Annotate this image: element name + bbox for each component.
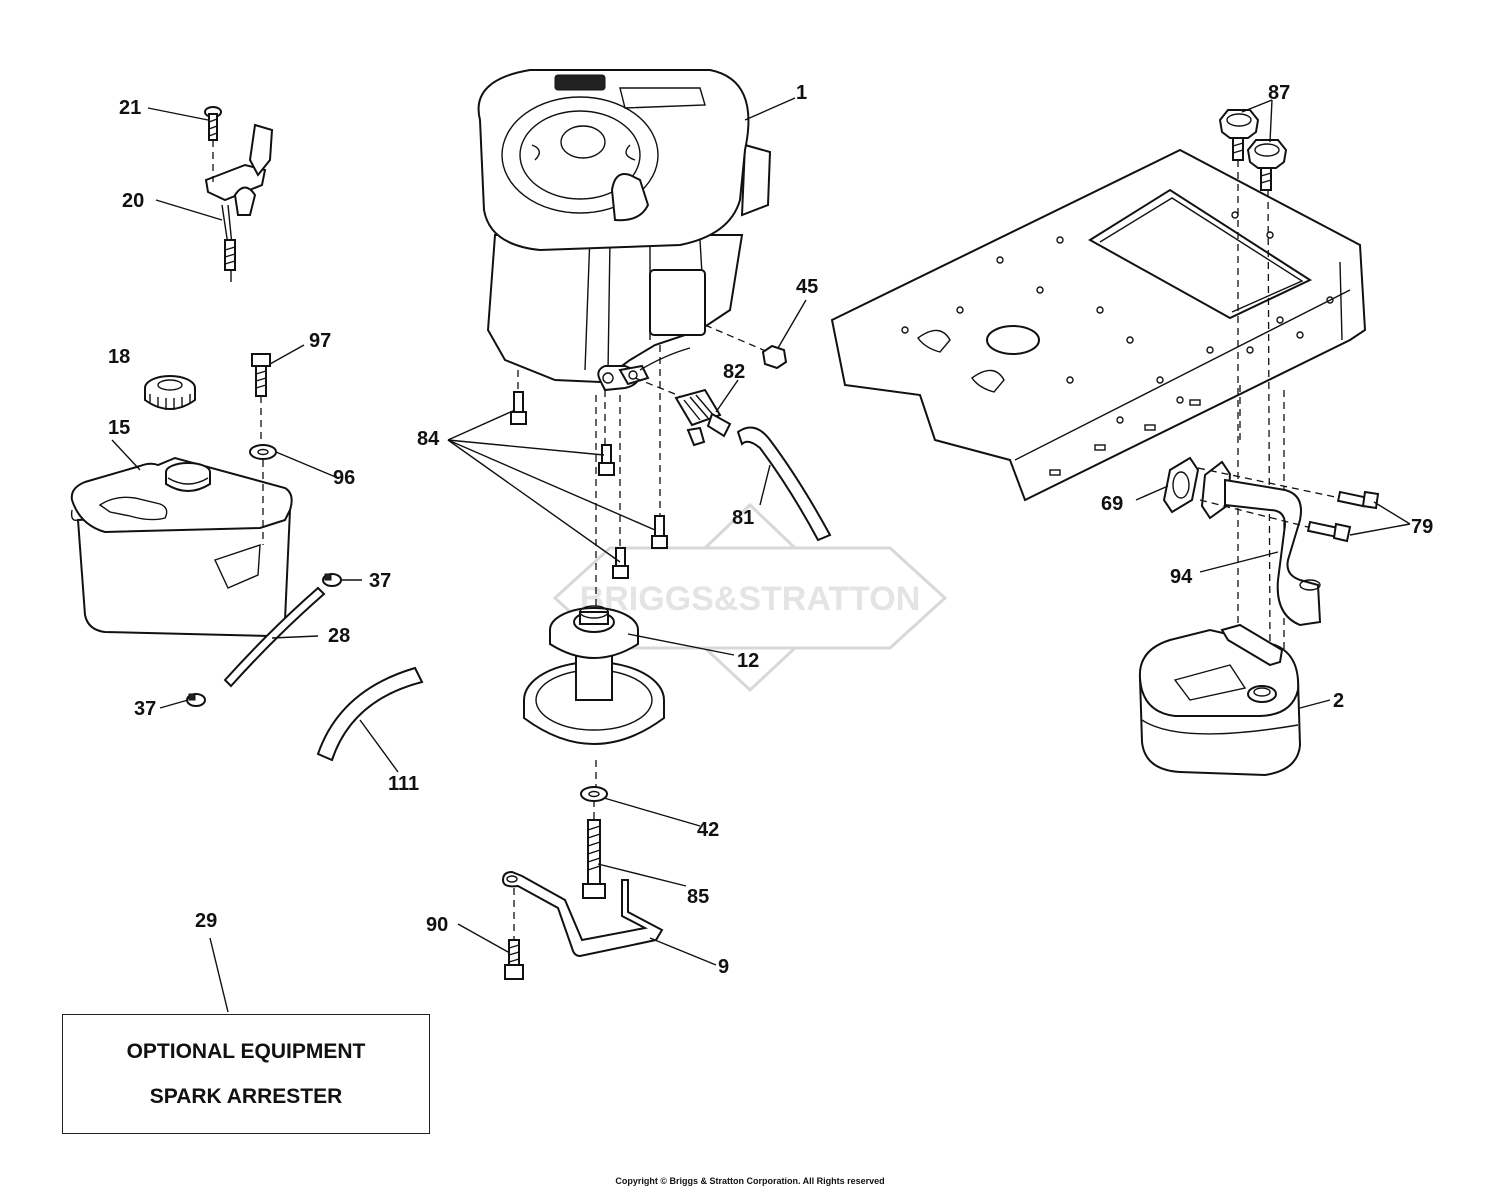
leader-lines [111,97,1411,1013]
throttle-screw-part[interactable] [204,106,222,141]
exhaust-bolt-part-2[interactable] [1306,520,1352,543]
callout-28: 28 [328,625,350,647]
callout-37-lower: 37 [134,698,156,720]
tank-bolt-part[interactable] [251,353,271,397]
callout-84: 84 [417,428,440,450]
callout-94: 94 [1170,566,1193,588]
callout-45: 45 [796,276,818,298]
callout-labels: 1 2 9 12 15 18 20 21 28 29 37 37 42 45 6… [108,82,1433,978]
nut-part[interactable] [761,344,788,370]
callout-79: 79 [1411,516,1433,538]
exhaust-pipe-part[interactable] [1200,460,1322,627]
callout-21: 21 [119,97,141,119]
mounting-knob-part-2[interactable] [1246,139,1288,191]
throttle-control-part[interactable] [204,123,274,282]
callout-2: 2 [1333,690,1344,712]
callout-15: 15 [108,417,130,439]
engine-part[interactable] [477,69,772,392]
fuel-tank-part[interactable] [70,456,293,638]
muffler-part[interactable] [1138,623,1302,777]
washer-part[interactable] [580,786,608,802]
callout-1: 1 [796,82,807,104]
fuel-shutoff-valve-part[interactable] [674,388,732,447]
copyright-footer: Copyright © Briggs & Stratton Corporatio… [615,1176,885,1186]
callout-81: 81 [732,507,754,529]
callout-111: 111 [388,773,419,795]
briggs-stratton-watermark-logo: BRIGGS&STRATTON [552,502,948,693]
fuel-cap-part[interactable] [144,375,196,410]
watermark-text: BRIGGS&STRATTON [580,580,921,618]
callout-90: 90 [426,914,448,936]
tank-washer-part[interactable] [249,444,277,460]
belt-guide-bracket-part[interactable] [501,870,664,958]
note-line-spark-arrester: SPARK ARRESTER [149,1084,343,1108]
hose-clamp-part[interactable] [322,573,342,587]
callout-37-upper: 37 [369,570,391,592]
engine-pulley-part[interactable] [523,605,665,745]
callout-12: 12 [737,650,759,672]
note-line-optional-equipment: OPTIONAL EQUIPMENT [126,1039,366,1063]
callout-85: 85 [687,886,709,908]
exhaust-gasket-part[interactable] [1162,456,1200,514]
tank-fuel-line-part[interactable] [223,586,326,688]
callout-97: 97 [309,330,331,352]
callout-9: 9 [718,956,729,978]
engine-bolt-part[interactable] [510,391,668,579]
mounting-knob-part[interactable] [1218,109,1260,161]
exhaust-bolt-part[interactable] [1336,490,1380,510]
optional-equipment-note-box: OPTIONAL EQUIPMENT SPARK ARRESTER [62,1014,430,1134]
callout-82: 82 [723,361,745,383]
callout-18: 18 [108,346,130,368]
callout-87: 87 [1268,82,1290,104]
callout-20: 20 [122,190,144,212]
callout-29: 29 [195,910,217,932]
hose-clamp-part-lower[interactable] [186,693,206,707]
engine-mounting-plate-part[interactable] [830,148,1367,502]
hose-part[interactable] [316,666,424,762]
pulley-bolt-part[interactable] [582,819,606,899]
callout-42: 42 [697,819,719,841]
callout-96: 96 [333,467,355,489]
callout-69: 69 [1101,493,1123,515]
fuel-line-part[interactable] [736,426,832,542]
bracket-bolt-part[interactable] [504,939,524,980]
